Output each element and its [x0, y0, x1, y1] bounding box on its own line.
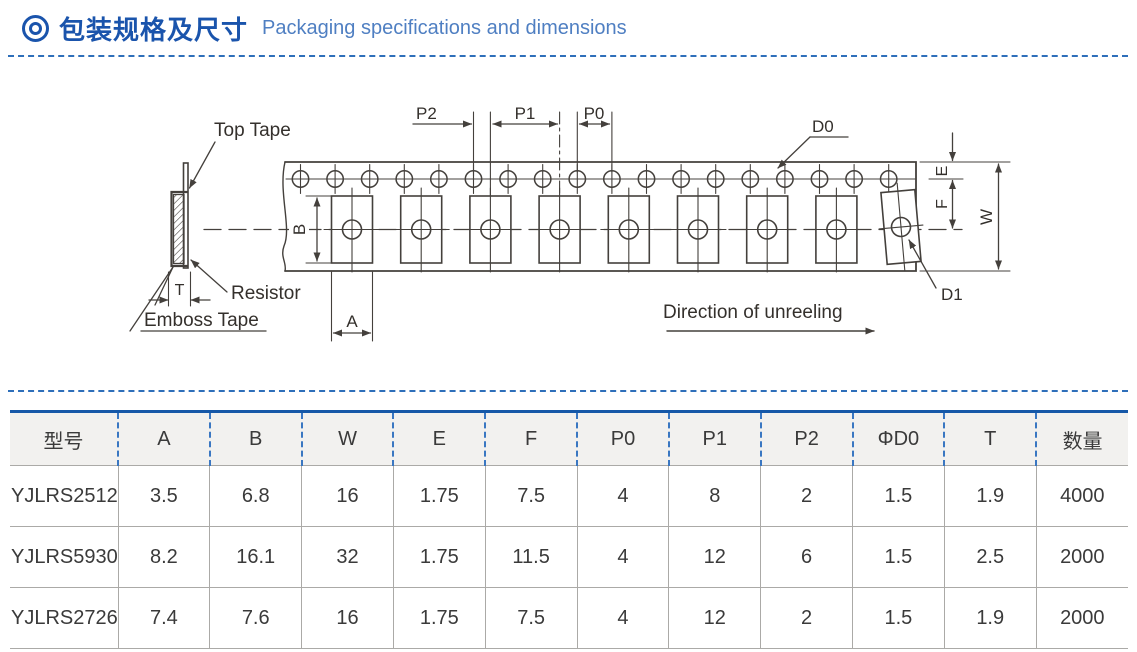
cell-t: 1.9 [943, 465, 1037, 527]
cell-p2: 6 [760, 526, 853, 588]
cell-model: YJLRS2512 [10, 465, 118, 527]
cell-e: 1.75 [392, 587, 486, 649]
callout-d1-label: D1 [941, 285, 963, 304]
table-row: YJLRS2512 3.5 6.8 16 1.75 7.5 4 8 2 1.5 … [10, 465, 1128, 527]
dim-b-label: B [290, 224, 309, 235]
cell-w: 16 [301, 587, 394, 649]
top-tape-leader [188, 141, 216, 189]
pocket [531, 187, 589, 273]
col-header-f: F [484, 411, 578, 466]
col-header-d0: ΦD0 [851, 411, 945, 466]
dim-f-label: F [934, 199, 951, 209]
dim-e-label: E [934, 166, 951, 177]
cell-p2: 2 [760, 465, 853, 527]
col-header-b: B [208, 411, 302, 466]
tape-cross-section [129, 141, 267, 332]
resistor-label: Resistor [231, 283, 301, 304]
dim-a [330, 271, 374, 342]
top-tape-label: Top Tape [214, 120, 291, 141]
cell-a: 8.2 [117, 526, 210, 588]
pocket [600, 187, 658, 273]
cell-p0: 4 [576, 526, 669, 588]
table-row: YJLRS2726 7.4 7.6 16 1.75 7.5 4 12 2 1.5… [10, 587, 1128, 649]
callout-d0-label: D0 [812, 117, 834, 136]
page-subtitle: Packaging specifications and dimensions [262, 17, 627, 39]
emboss-tape-channel [170, 190, 189, 268]
pocket [392, 187, 450, 273]
cell-qty: 2000 [1035, 587, 1128, 649]
col-header-p1: P1 [667, 411, 761, 466]
col-header-t: T [943, 411, 1037, 466]
section-bullet-icon [22, 15, 49, 42]
cell-f: 11.5 [484, 526, 578, 588]
callout-d1 [908, 239, 937, 289]
dim-w-label: W [977, 209, 996, 225]
cell-b: 7.6 [209, 587, 302, 649]
section-header: 包装规格及尺寸 Packaging specifications and dim… [22, 10, 627, 47]
pocket [738, 187, 796, 273]
dashed-divider-top [8, 55, 1128, 57]
sprocket-ticks [299, 163, 890, 195]
dim-b [289, 195, 333, 264]
col-header-model: 型号 [10, 411, 118, 466]
callout-d0 [777, 136, 849, 169]
cell-f: 7.5 [484, 465, 578, 527]
table-row: YJLRS5930 8.2 16.1 32 1.75 11.5 4 12 6 1… [10, 526, 1128, 588]
dim-p1-label: P1 [515, 104, 536, 123]
cell-w: 16 [301, 465, 394, 527]
resistor-hatched [172, 193, 185, 265]
cell-b: 16.1 [209, 526, 302, 588]
table-header-row: 型号 A B W E F P0 P1 P2 ΦD0 T 数量 [10, 411, 1128, 466]
page-title: 包装规格及尺寸 [59, 15, 249, 45]
cell-model: YJLRS5930 [10, 526, 118, 588]
cell-b: 6.8 [209, 465, 302, 527]
direction-label: Direction of unreeling [663, 302, 843, 323]
cell-d0: 1.5 [852, 526, 945, 588]
cell-p0: 4 [576, 465, 669, 527]
emboss-leader-1 [154, 266, 174, 306]
cell-w: 32 [301, 526, 394, 588]
cell-d0: 1.5 [852, 465, 945, 527]
cell-t: 2.5 [943, 526, 1037, 588]
col-header-p0: P0 [576, 411, 669, 466]
col-header-p2: P2 [759, 411, 853, 466]
cell-a: 3.5 [117, 465, 210, 527]
resistor-leader [190, 259, 228, 293]
cell-e: 1.75 [392, 465, 486, 527]
cell-qty: 4000 [1035, 465, 1128, 527]
cell-p0: 4 [576, 587, 669, 649]
pocket [669, 187, 727, 273]
dim-p0-label: P0 [584, 104, 605, 123]
col-header-w: W [300, 411, 394, 466]
cell-f: 7.5 [484, 587, 578, 649]
cell-p1: 8 [668, 465, 761, 527]
dim-t-label: T [175, 282, 185, 299]
emboss-leader-2 [129, 266, 174, 332]
dim-p2-label: P2 [416, 104, 437, 123]
col-header-a: A [117, 411, 210, 466]
cell-p1: 12 [668, 587, 761, 649]
packaging-tape-diagram: Top Tape Resistor Emboss Tape T [129, 104, 1011, 342]
emboss-tape-label: Emboss Tape [144, 310, 259, 331]
cell-d0: 1.5 [852, 587, 945, 649]
cell-e: 1.75 [392, 526, 486, 588]
cell-model: YJLRS2726 [10, 587, 118, 649]
cell-t: 1.9 [943, 587, 1037, 649]
pocket [461, 187, 519, 273]
pitch-dimensions [412, 111, 613, 197]
pocket [323, 187, 381, 273]
cell-p2: 2 [760, 587, 853, 649]
cell-p1: 12 [668, 526, 761, 588]
cell-qty: 2000 [1035, 526, 1128, 588]
tape-break-edge [282, 161, 288, 272]
pocket [807, 187, 865, 273]
dim-a-label: A [346, 312, 358, 331]
cell-a: 7.4 [117, 587, 210, 649]
col-header-e: E [392, 411, 486, 466]
dashed-divider-bottom [8, 390, 1128, 392]
dims-right [919, 132, 1011, 272]
packaging-spec-table: 型号 A B W E F P0 P1 P2 ΦD0 T 数量 YJLRS2512… [10, 410, 1128, 649]
col-header-qty: 数量 [1035, 411, 1128, 466]
carrier-tape [282, 161, 924, 273]
